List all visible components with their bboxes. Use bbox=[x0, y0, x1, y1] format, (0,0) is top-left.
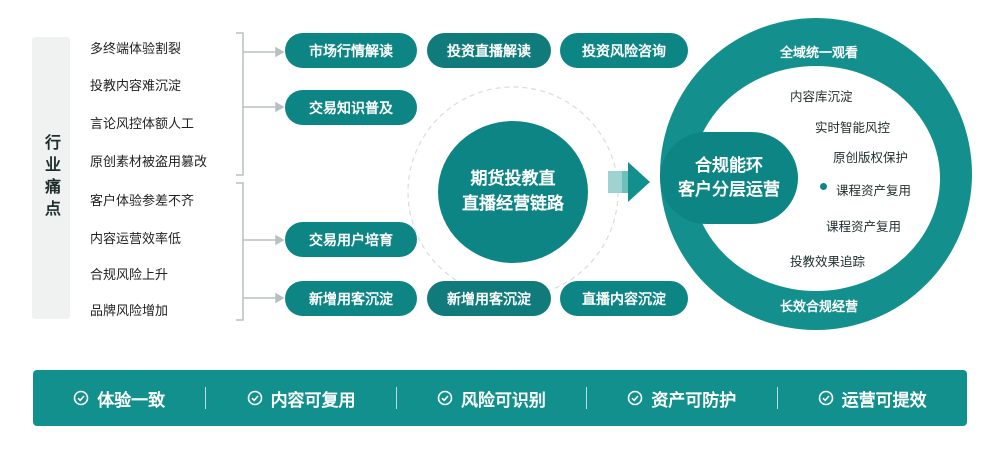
check-circle-icon bbox=[73, 390, 89, 406]
pain-point: 多终端体验割裂 bbox=[90, 42, 182, 57]
benefit-label: 资产可防护 bbox=[651, 390, 737, 411]
core-line2: 客户分层运营 bbox=[678, 180, 780, 200]
live-content-pill: 直播内容沉淀 bbox=[560, 281, 688, 316]
ring-core: 合规能环 客户分层运营 bbox=[660, 132, 798, 224]
divider bbox=[586, 387, 588, 409]
industry-pain-sidebar: 行业痛点 bbox=[32, 37, 70, 319]
trade-knowledge-pill: 交易知识普及 bbox=[285, 90, 417, 125]
pain-point: 言论风控体额人工 bbox=[90, 117, 195, 132]
benefit-label: 风险可识别 bbox=[460, 390, 546, 411]
ring-feature: 实时智能风控 bbox=[815, 120, 891, 135]
divider bbox=[205, 387, 207, 409]
ring-feature: 课程资产复用 bbox=[836, 183, 912, 198]
flow-arrow bbox=[608, 162, 650, 202]
new-user-left-pill: 新增用客沉淀 bbox=[285, 281, 417, 316]
benefit-item: 运营可提效 bbox=[818, 386, 927, 411]
pain-brace-top bbox=[236, 32, 244, 176]
ring-feature: 内容库沉淀 bbox=[790, 89, 853, 104]
divider bbox=[395, 387, 397, 409]
new-user-mid-pill: 新增用客沉淀 bbox=[427, 281, 551, 316]
benefit-label: 体验一致 bbox=[97, 390, 166, 411]
ring-bottom-label: 长效合规经营 bbox=[780, 300, 859, 315]
pain-point: 内容运营效率低 bbox=[90, 232, 182, 247]
live-read-pill: 投资直播解读 bbox=[427, 33, 551, 68]
market-read-pill: 市场行情解读 bbox=[285, 33, 417, 68]
divider bbox=[776, 387, 778, 409]
user-cultivate-pill: 交易用户培育 bbox=[285, 222, 417, 257]
benefit-item: 体验一致 bbox=[73, 386, 165, 411]
risk-consult-pill: 投资风险咨询 bbox=[560, 33, 688, 68]
center-line2: 直播经营链路 bbox=[462, 194, 564, 214]
pain-point: 原创素材被盗用篡改 bbox=[90, 155, 208, 170]
pain-brace-bottom bbox=[236, 182, 244, 321]
center-line1: 期货投教直 bbox=[470, 169, 556, 189]
bottom-benefits-bar: 体验一致 内容可复用 风险可识别 资产可防护 运营可提效 bbox=[33, 370, 967, 426]
check-circle-icon bbox=[437, 390, 453, 406]
check-circle-icon bbox=[628, 390, 643, 406]
pain-point: 客户体验参差不齐 bbox=[90, 194, 195, 209]
ring-feature: 课程资产复用 bbox=[826, 219, 902, 234]
pain-point: 品牌风险增加 bbox=[90, 304, 169, 319]
center-chain-circle: 期货投教直 直播经营链路 bbox=[438, 121, 588, 263]
check-circle-icon bbox=[818, 390, 833, 406]
pain-point: 合规风险上升 bbox=[90, 268, 169, 283]
ring-feature: 原创版权保护 bbox=[833, 150, 909, 165]
core-line1: 合规能环 bbox=[695, 156, 763, 176]
ring-top-label: 全域统一观看 bbox=[780, 46, 859, 61]
benefit-label: 内容可复用 bbox=[270, 390, 356, 411]
benefit-item: 风险可识别 bbox=[437, 386, 546, 411]
sidebar-title: 行业痛点 bbox=[42, 134, 61, 222]
benefit-item: 资产可防护 bbox=[627, 386, 736, 411]
pain-point: 投教内容难沉淀 bbox=[90, 79, 182, 94]
benefit-label: 运营可提效 bbox=[841, 390, 927, 411]
ring-feature: 投教效果追踪 bbox=[790, 254, 866, 269]
ring-bullet-dot bbox=[820, 183, 827, 190]
benefit-item: 内容可复用 bbox=[247, 386, 356, 411]
check-circle-icon bbox=[247, 390, 262, 406]
